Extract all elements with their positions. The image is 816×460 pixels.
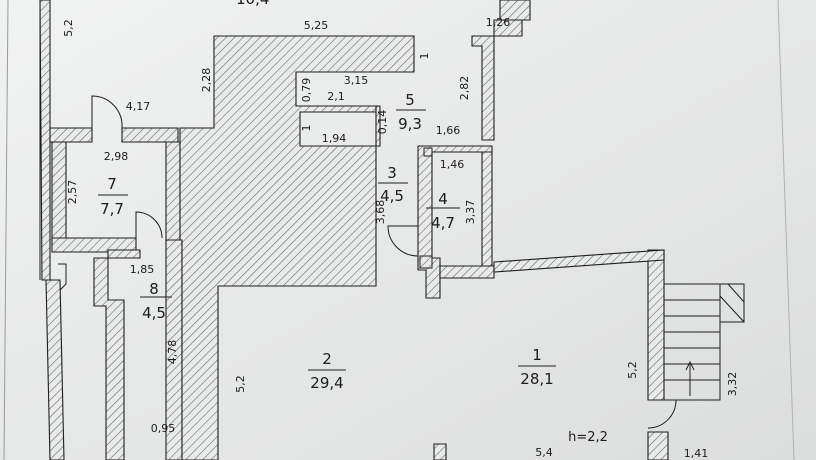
wall-room8-right	[165, 239, 183, 460]
stair-landing	[720, 283, 745, 323]
wall-room1-right-lower	[647, 431, 669, 460]
wall-room1-top	[493, 249, 665, 273]
dim-0-79: 0,79	[300, 78, 313, 103]
outline-lines	[39, 0, 745, 429]
corner-mark	[58, 263, 67, 291]
frame-line-right	[777, 0, 795, 460]
wall-left-lower	[45, 279, 65, 460]
dim-5-2-room2: 5,2	[234, 375, 247, 393]
stair-outline	[664, 283, 721, 401]
dim-0-14: 0,14	[376, 110, 389, 135]
dim-5-4: 5,4	[535, 446, 553, 459]
room-2-area: 29,4	[310, 374, 343, 392]
dim-1-top: 1	[418, 53, 431, 60]
wall-room7-right	[165, 141, 181, 241]
wall-room7-top-right	[121, 127, 179, 143]
dim-2-98: 2,98	[104, 150, 129, 163]
wall-top-right	[499, 0, 531, 21]
stair-diag-2	[727, 283, 745, 303]
door-room1	[647, 399, 677, 429]
room-1-area: 28,1	[520, 370, 553, 388]
frame-line-left	[3, 0, 9, 460]
room-3-area: 4,5	[380, 187, 404, 205]
room-5-area: 9,3	[398, 115, 422, 133]
dim-5-2-room1: 5,2	[626, 361, 639, 379]
wall-left-outer	[39, 0, 51, 281]
dim-2-1: 2,1	[327, 90, 345, 103]
door-room8	[135, 211, 163, 239]
stair-diag-1	[719, 295, 745, 323]
top-cut-label: 10,4	[236, 0, 269, 8]
dim-5-25: 5,25	[304, 19, 329, 32]
room-5-number: 5	[405, 91, 415, 109]
room-2-number: 2	[322, 350, 332, 368]
door-room7-top	[91, 95, 123, 129]
door-room4	[387, 225, 419, 257]
room-7-area: 7,7	[100, 200, 124, 218]
dim-5-2-left: 5,2	[62, 19, 75, 37]
wall-room7-left	[51, 141, 67, 243]
pillar-bottom	[433, 443, 447, 460]
dim-1-46: 1,46	[440, 158, 465, 171]
room-8-area: 4,5	[142, 304, 166, 322]
wall-room4-right	[481, 151, 493, 271]
dim-2-57: 2,57	[66, 180, 79, 205]
dim-3-32: 3,32	[726, 372, 739, 397]
dim-1-85: 1,85	[130, 263, 155, 276]
room-1-number: 1	[532, 346, 542, 364]
dim-3-68: 3,68	[374, 200, 387, 225]
walls	[39, 0, 669, 460]
wall-room4-left	[417, 145, 493, 299]
dim-3-15: 3,15	[344, 74, 369, 87]
dim-1-94: 1,94	[322, 132, 347, 145]
dim-1-26: 1,26	[486, 16, 511, 29]
dim-0-95: 0,95	[151, 422, 176, 435]
fixture-square-2	[423, 147, 433, 157]
wall-room7-top-left	[49, 127, 93, 143]
room-4-area: 4,7	[431, 214, 455, 232]
wall-room5-gap	[375, 105, 381, 147]
wall-room1-right-upper	[647, 249, 665, 401]
stair-arrow-head	[685, 360, 695, 371]
dim-2-28: 2,28	[200, 68, 213, 93]
dimension-labels: 5,2 5,25 1,26 2,28 1 0,79 3,15 2,1 2,82 …	[62, 16, 739, 460]
fixture-square-1	[419, 255, 433, 269]
dim-4-17: 4,17	[126, 100, 151, 113]
wall-central-block	[179, 35, 415, 460]
wall-room8-left	[93, 257, 125, 460]
dim-1-66: 1,66	[436, 124, 461, 137]
wall-room8-top	[107, 249, 141, 259]
dim-1-mid: 1	[300, 125, 313, 132]
dim-2-82: 2,82	[458, 76, 471, 101]
dim-4-78: 4,78	[166, 340, 179, 365]
room-3-number: 3	[387, 164, 397, 182]
room-4-number: 4	[438, 190, 448, 208]
ceiling-height-label: h=2,2	[568, 430, 608, 445]
wall-room4-bottom	[439, 265, 495, 279]
room-7-number: 7	[107, 175, 117, 193]
room-8-number: 8	[149, 280, 159, 298]
dim-3-37: 3,37	[464, 200, 477, 225]
dim-1-41: 1,41	[684, 447, 709, 460]
